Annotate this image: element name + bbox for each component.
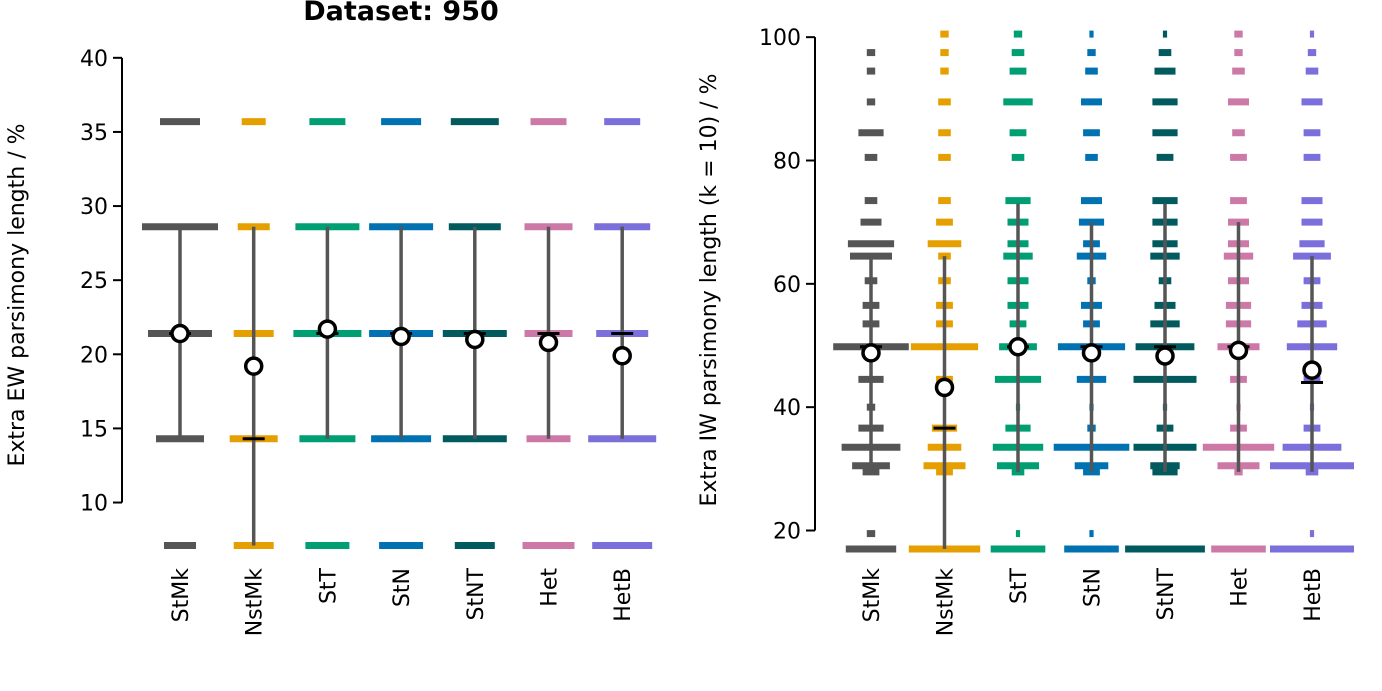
- mean-marker-stt: [1008, 336, 1028, 357]
- y-tick-label: 20: [80, 343, 108, 368]
- y-tick-label: 80: [773, 150, 801, 175]
- y-axis-label: Extra EW parsimony length / %: [5, 123, 30, 466]
- x-tick-label-stnt: StNT: [1154, 567, 1179, 620]
- mean-marker-stn: [1081, 343, 1102, 363]
- x-tick-label-stmk: StMk: [860, 568, 885, 623]
- x-tick-label-stt: StT: [316, 567, 341, 604]
- mean-marker-het: [1228, 340, 1249, 361]
- x-tick-label-stmk: StMk: [169, 568, 194, 623]
- mean-marker-nstmk: [243, 356, 264, 376]
- mean-marker-hetb: [612, 346, 632, 366]
- y-axis-label: Extra IW parsimony length (k = 10) / %: [697, 74, 722, 507]
- x-tick-label-stn: StN: [390, 568, 415, 607]
- y-tick-label: 100: [759, 26, 801, 51]
- y-tick-label: 15: [80, 417, 108, 442]
- y-tick-label: 25: [80, 269, 108, 294]
- mean-marker-het: [538, 332, 559, 353]
- figure-title: Dataset: 950: [303, 0, 499, 27]
- y-tick-label: 10: [80, 492, 108, 517]
- y-tick-label: 35: [80, 121, 108, 146]
- mean-marker-hetb: [1302, 360, 1322, 380]
- x-tick-label-hetb: HetB: [1301, 568, 1326, 622]
- mean-marker-stmk: [861, 343, 881, 363]
- x-tick-label-stnt: StNT: [464, 567, 489, 620]
- x-tick-label-nstmk: NstMk: [243, 568, 268, 637]
- y-tick-label: 20: [773, 520, 801, 545]
- y-tick-label: 30: [80, 195, 108, 220]
- x-tick-label-het: Het: [538, 568, 563, 607]
- x-tick-label-het: Het: [1228, 568, 1253, 607]
- y-tick-label: 40: [80, 47, 108, 72]
- x-tick-label-stn: StN: [1081, 568, 1106, 607]
- mean-marker-stmk: [170, 323, 190, 344]
- x-tick-label-nstmk: NstMk: [934, 568, 959, 637]
- mean-marker-stnt: [465, 329, 485, 350]
- x-tick-label-hetb: HetB: [611, 568, 636, 622]
- mean-marker-stnt: [1155, 346, 1175, 366]
- y-tick-label: 60: [773, 273, 801, 298]
- mean-marker-nstmk: [934, 377, 955, 398]
- mean-marker-stt: [317, 319, 338, 339]
- mean-marker-stn: [391, 326, 411, 347]
- x-tick-label-stt: StT: [1007, 567, 1032, 604]
- y-tick-label: 40: [773, 396, 801, 421]
